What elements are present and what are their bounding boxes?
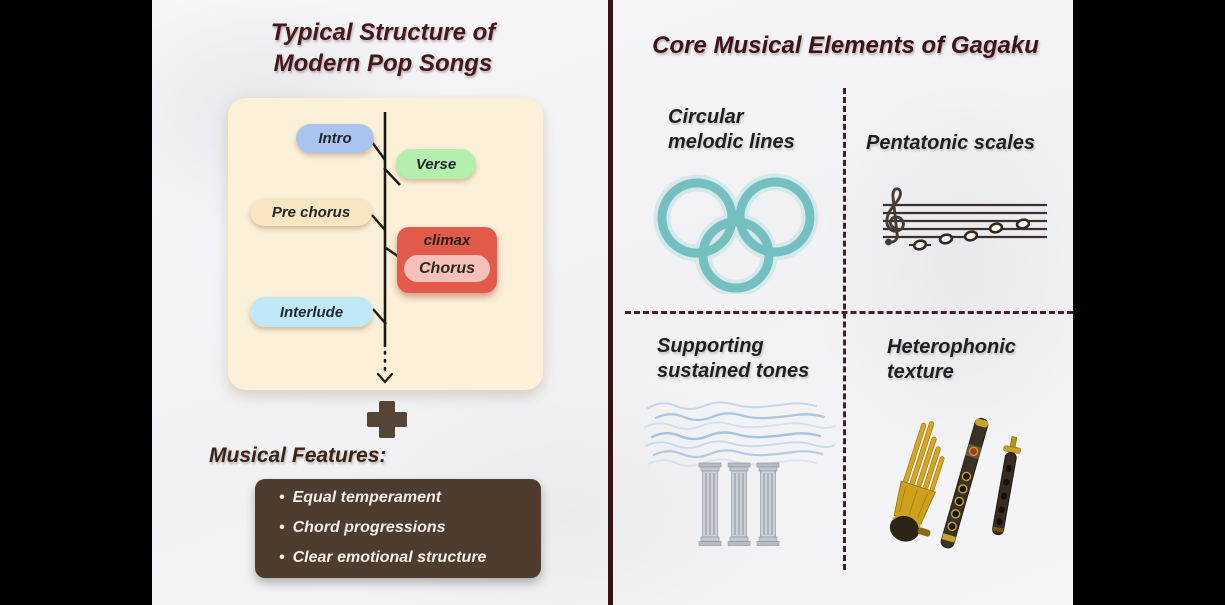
musical-features-heading: Musical Features: <box>209 444 387 467</box>
feature-item-text: Chord progressions <box>292 519 446 536</box>
interlude-node-label: Interlude <box>279 303 344 321</box>
feature-item-text: Equal temperament <box>292 489 442 506</box>
bullet-dot: • <box>279 519 285 536</box>
stone-columns <box>698 462 780 546</box>
musical-features-box: • Equal temperament • Chord progressions… <box>255 479 541 578</box>
song-structure-flowchart: Intro Verse Pre chorus climax Chorus Int… <box>228 98 543 390</box>
ryuteki-flute-icon <box>940 417 989 549</box>
columns-icon <box>644 401 836 546</box>
heterophonic-label-line2: texture <box>887 361 954 383</box>
intro-connector-line <box>371 141 386 161</box>
sho-icon <box>889 421 945 542</box>
feature-item: • Equal temperament <box>279 489 531 519</box>
feature-item: • Clear emotional structure <box>279 549 531 579</box>
bullet-dot: • <box>279 549 285 566</box>
pentatonic-label-line1: Pentatonic scales <box>866 132 1035 154</box>
supporting-sustained-tones-label: Supporting sustained tones <box>657 334 809 384</box>
intro-node: Intro <box>296 124 374 153</box>
feature-item-text: Clear emotional structure <box>292 549 487 566</box>
chorus-node: Chorus <box>404 255 490 282</box>
pop-structure-title: Typical Structure of Modern Pop Songs <box>152 17 614 79</box>
prechorus-connector-line <box>371 214 386 231</box>
treble-clef-icon <box>885 187 905 246</box>
climax-label: climax <box>423 232 471 249</box>
pop-structure-title-line1: Typical Structure of <box>270 19 496 46</box>
verse-connector-line <box>383 167 401 186</box>
heterophonic-texture-label: Heterophonic texture <box>887 335 1016 385</box>
flowchart-connector-lines <box>371 112 401 384</box>
down-arrow-icon <box>376 372 394 384</box>
gagaku-instruments-icon <box>889 417 1022 549</box>
interlude-node: Interlude <box>250 297 373 327</box>
wind-waves-icon <box>644 401 836 467</box>
intro-node-label: Intro <box>318 130 352 147</box>
circular-melodic-lines-label: Circular melodic lines <box>668 105 795 155</box>
circular-label-line2: melodic lines <box>668 131 795 153</box>
climax-chorus-node: climax Chorus <box>397 227 497 293</box>
plus-icon <box>367 401 407 438</box>
feature-item: • Chord progressions <box>279 519 531 549</box>
interlude-connector-line <box>372 308 387 325</box>
marble-background: Typical Structure of Modern Pop Songs In… <box>152 0 1073 605</box>
pre-chorus-node: Pre chorus <box>250 198 372 226</box>
heterophonic-label-line1: Heterophonic <box>887 336 1016 358</box>
pentatonic-scales-label: Pentatonic scales <box>866 131 1035 156</box>
pop-structure-title-line2: Modern Pop Songs <box>273 50 493 77</box>
climax-connector-line <box>385 247 400 258</box>
note-heads <box>912 218 1031 251</box>
chorus-node-label: Chorus <box>419 259 475 277</box>
bullet-dot: • <box>279 489 285 506</box>
panel-divider-line <box>608 0 613 605</box>
music-staff-icon <box>883 187 1047 251</box>
quadrant-horizontal-dashed-line <box>625 311 1073 314</box>
quadrant-vertical-dashed-line <box>843 88 846 570</box>
hichiriki-icon <box>992 436 1022 536</box>
gagaku-title: Core Musical Elements of Gagaku <box>652 32 1039 59</box>
circular-label-line1: Circular <box>668 106 744 128</box>
verse-node-label: Verse <box>415 155 457 173</box>
plus-vertical-bar <box>379 401 395 438</box>
sustained-label-line2: sustained tones <box>657 360 810 382</box>
verse-node: Verse <box>396 149 476 179</box>
sustained-label-line1: Supporting <box>657 335 764 357</box>
pre-chorus-node-label: Pre chorus <box>271 203 351 221</box>
interlocking-rings-icon <box>653 173 819 294</box>
